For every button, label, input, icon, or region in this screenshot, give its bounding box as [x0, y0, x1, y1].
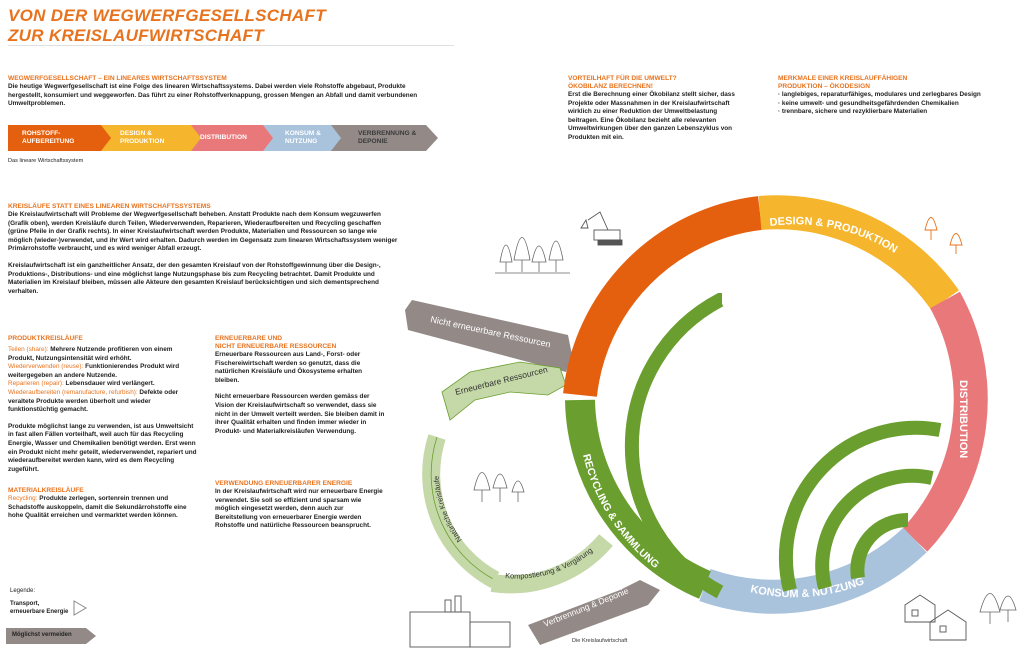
linear-caption: Das lineare Wirtschaftssystem: [8, 158, 84, 164]
factory-icon: [409, 595, 511, 648]
linear-heading: WEGWERFGESELLSCHAFT – EIN LINEARES WIRTS…: [8, 75, 227, 82]
energie-heading: VERWENDUNG ERNEUERBARER ENERGIE: [215, 480, 353, 487]
diagram-caption: Die Kreislaufwirtschaft: [572, 638, 628, 644]
arrow-erneuerbar-shape: [441, 361, 567, 421]
oekodesign-item: · trennbare, sichere und rezyklierbare M…: [778, 108, 928, 116]
legend-avoid-shape: [6, 628, 96, 644]
ring-design-segment: [758, 195, 959, 310]
produkt-wiederverwenden: Wiederverwenden (reuse): Funktionierende…: [8, 363, 180, 379]
oekobilanz-heading-1: VORTEILHAFT FÜR DIE UMWELT?: [568, 75, 677, 82]
tree-right-icon: [979, 593, 1017, 624]
ring-konsum-segment: [699, 527, 927, 614]
linear-chevron-chart: [8, 125, 438, 151]
energie-section: VERWENDUNG ERNEUERBARER ENERGIE In der K…: [215, 480, 385, 531]
stage-design-shape: [101, 125, 206, 151]
oekobilanz-heading-2: ÖKOBILANZ BERECHNEN!: [568, 83, 653, 90]
loop-wiederaufbereiten-label: Wiederaufbereiten: [691, 389, 705, 457]
tree-cluster-icon: [495, 237, 570, 274]
stage-konsum-label: KONSUM &NUTZUNG: [285, 130, 321, 145]
produkt-wiederaufbereiten: Wiederaufbereiten (remanufacture, refurb…: [8, 388, 179, 414]
tree-cluster-small-icon: [473, 472, 525, 502]
loop-wiederverwenden-arc: [815, 468, 934, 590]
loop-wiederaufbereiten-arc: [624, 293, 724, 599]
erneuerbar-section: ERNEUERBARE UND NICHT ERNEUERBARE RESSOU…: [215, 335, 385, 436]
stage-design-label: DESIGN &PRODUKTION: [120, 130, 165, 145]
material-recycling: Recycling: Produkte zerlegen, sortenrein…: [8, 495, 187, 520]
arrow-verbrennung-shape: [528, 580, 660, 645]
stage-rohstoff-shape: [8, 125, 116, 151]
circular-economy-diagram: Nicht erneuerbare Ressourcen Erneuerbare…: [405, 195, 1017, 648]
produkt-teilen: Teilen (share): Mehrere Nutzende profiti…: [8, 346, 173, 362]
linear-section: WEGWERFGESELLSCHAFT – EIN LINEARES WIRTS…: [8, 75, 428, 109]
produkt-text-2: Produkte möglichst lange zu verwenden, i…: [8, 422, 197, 473]
produkt-reparieren: Reparieren (repair): Lebensdauer wird ve…: [8, 380, 155, 388]
erneuerbar-heading-2: NICHT ERNEUERBARE RESSOURCEN: [215, 343, 337, 350]
kreislaeufe-heading: KREISLÄUFE STATT EINES LINEAREN WIRTSCHA…: [8, 203, 211, 210]
linear-text: Die heutige Wegwerfgesellschaft ist eine…: [8, 83, 418, 108]
legend-item-avoid: Möglichst vermeiden: [12, 632, 72, 638]
kreislaeufe-text-2: Kreislaufwirtschaft ist ein ganzheitlich…: [8, 261, 381, 295]
houses-icon: [904, 594, 967, 641]
ring-rohstoff-segment: [563, 196, 763, 398]
legend-title: Legende:: [10, 588, 36, 594]
material-section: MATERIALKREISLÄUFE Recycling: Produkte z…: [8, 487, 198, 521]
stage-distribution-shape: [191, 125, 278, 151]
stage-rohstoff-label: ROHSTOFF-AUFBEREITUNG: [22, 130, 75, 145]
ring-distribution-segment: [902, 291, 988, 552]
tree-orange-icon: [924, 217, 963, 254]
energie-text: In der Kreislaufwirtschaft wird nur erne…: [215, 488, 383, 530]
stage-verbrennung-shape: [331, 125, 438, 151]
produkt-section: PRODUKTKREISLÄUFE Teilen (share): Mehrer…: [8, 335, 198, 474]
kreislaeufe-text-1: Die Kreislaufwirtschaft will Probleme de…: [8, 211, 398, 253]
oekodesign-heading-2: PRODUKTION – ÖKODESIGN: [778, 83, 870, 90]
kreislaeufe-section: KREISLÄUFE STATT EINES LINEAREN WIRTSCHA…: [8, 203, 398, 296]
oekodesign-item: · langlebiges, reparaturfähiges, modular…: [778, 91, 981, 98]
stage-distribution-label: DISTRIBUTION: [200, 134, 247, 141]
legend: Legende:: [10, 588, 35, 594]
legend-arrow-icon: [73, 600, 87, 616]
erneuerbar-text-1: Erneuerbare Ressourcen aus Land-, Forst-…: [215, 351, 363, 384]
stage-verbrennung-label: VERBRENNUNG &DEPONIE: [358, 130, 417, 145]
produkt-heading: PRODUKTKREISLÄUFE: [8, 335, 83, 342]
ring-recycling-segment: [565, 399, 712, 599]
excavator-icon: [580, 211, 623, 246]
page-title: VON DER WEGWERFGESELLSCHAFT ZUR KREISLAU…: [8, 6, 326, 46]
kompost-arc: [490, 534, 613, 594]
legend-item-renewable: Transport, erneuerbare Energie: [10, 601, 69, 615]
stage-konsum-shape: [263, 125, 346, 151]
oekodesign-heading-1: MERKMALE EINER KREISLAUFFÄHIGEN: [778, 75, 908, 82]
loop-reparieren-label: Reparieren: [786, 419, 822, 451]
oekodesign-section: MERKMALE EINER KREISLAUFFÄHIGEN PRODUKTI…: [778, 75, 1008, 117]
oekobilanz-section: VORTEILHAFT FÜR DIE UMWELT? ÖKOBILANZ BE…: [568, 75, 748, 143]
loop-teilen-arc: [850, 512, 909, 580]
title-divider: [8, 45, 454, 46]
ring-distribution-label: DISTRIBUTION: [957, 380, 969, 458]
erneuerbar-text-2: Nicht erneuerbare Ressourcen werden gemä…: [215, 393, 385, 435]
oekodesign-item: · keine umwelt- und gesundheitsgefährden…: [778, 99, 959, 107]
title-line-2: ZUR KREISLAUFWIRTSCHAFT: [8, 26, 264, 45]
arrow-nicht-erneuerbar-shape: [405, 300, 572, 372]
erneuerbar-heading-1: ERNEUERBARE UND: [215, 335, 283, 342]
loop-reparieren-arc: [779, 420, 942, 592]
title-line-1: VON DER WEGWERFGESELLSCHAFT: [8, 6, 326, 25]
oekobilanz-text: Erst die Berechnung einer Ökobilanz stel…: [568, 91, 735, 141]
material-heading: MATERIALKREISLÄUFE: [8, 487, 84, 494]
